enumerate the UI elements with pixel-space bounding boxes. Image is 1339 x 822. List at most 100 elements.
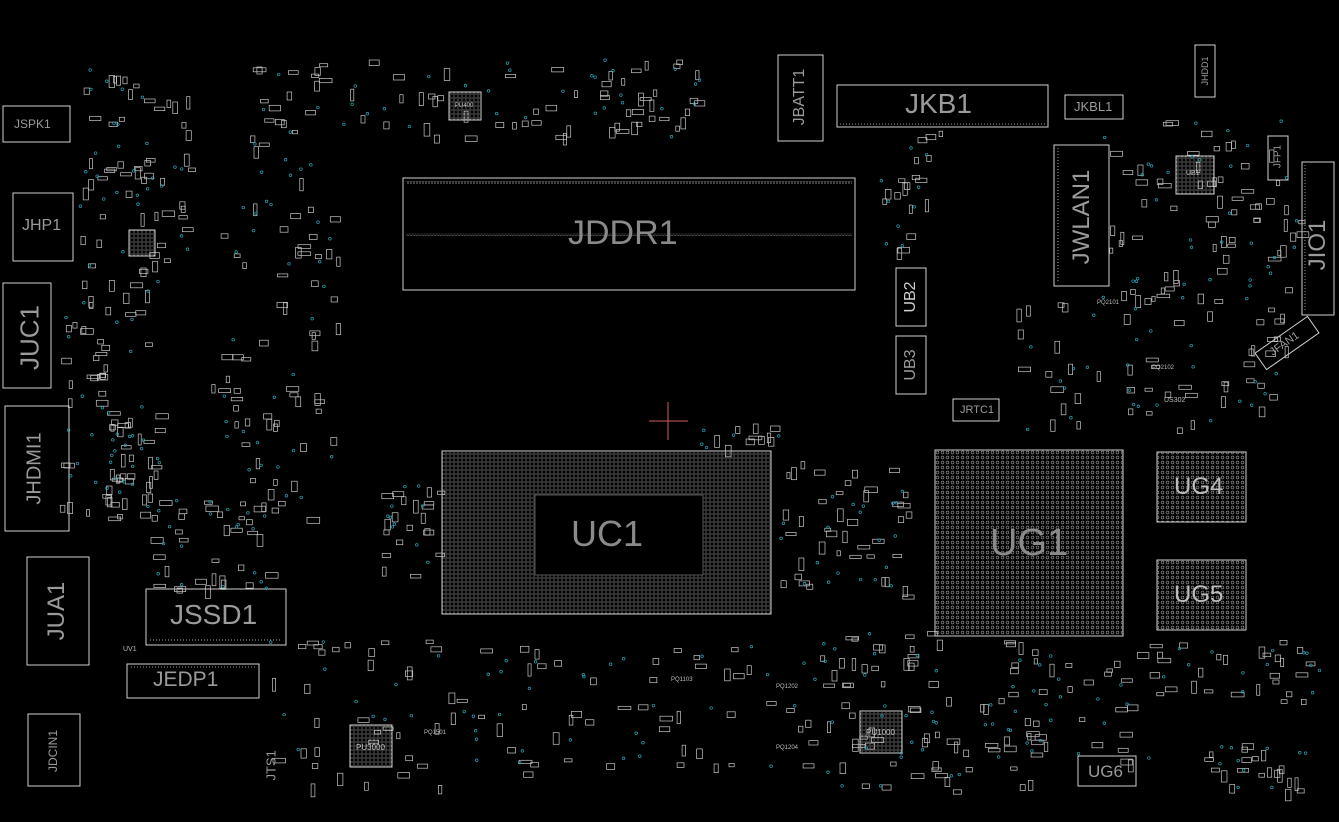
passive-part (344, 642, 351, 649)
passive-part (291, 129, 298, 135)
via (1229, 746, 1234, 750)
pu400-chip[interactable] (448, 91, 482, 121)
jssd1-connector[interactable] (145, 588, 287, 646)
label-ug4: UG4 (1174, 473, 1224, 500)
pu1000-chip[interactable] (859, 710, 903, 754)
uc1-cpu[interactable] (441, 450, 772, 615)
via (1303, 751, 1308, 755)
jrtc1-connector[interactable] (952, 398, 1000, 422)
passive-part (1151, 365, 1160, 369)
via (1245, 296, 1249, 301)
label-jkb1: JKB1 (905, 88, 972, 119)
jkb1-connector[interactable] (836, 84, 1049, 128)
passive-part (90, 375, 99, 382)
passive-part (406, 524, 413, 531)
ug5-vram[interactable] (1156, 559, 1247, 631)
via (145, 187, 150, 191)
passive-part (289, 392, 299, 398)
passive-part (154, 428, 166, 434)
passive-part (480, 648, 493, 654)
via (851, 502, 855, 507)
via (1305, 651, 1309, 655)
via (90, 433, 94, 437)
passive-part (127, 473, 136, 480)
passive-part (99, 373, 106, 380)
passive-part (1173, 270, 1179, 284)
via (697, 78, 702, 82)
passive-part (183, 153, 190, 167)
passive-part (590, 677, 597, 686)
via (900, 489, 905, 494)
audio-codec-chip[interactable] (128, 229, 156, 257)
label-jssd1: JSSD1 (170, 599, 258, 630)
passive-part (1222, 254, 1230, 264)
jedp1-connector[interactable] (126, 663, 260, 699)
passive-part (137, 433, 142, 446)
passive-part (905, 511, 913, 519)
passive-part (865, 742, 876, 750)
passive-part (102, 494, 113, 499)
passive-part (638, 92, 644, 107)
ug4-vram[interactable] (1156, 451, 1247, 523)
passive-part (368, 59, 380, 66)
jwlan1-connector[interactable] (1053, 144, 1110, 287)
via (394, 682, 398, 687)
jdcin1-connector[interactable] (27, 713, 81, 787)
passive-part (179, 537, 189, 543)
jhp1-connector[interactable] (12, 192, 74, 262)
juc1-connector[interactable] (2, 282, 52, 389)
passive-part (568, 714, 574, 726)
jkbl1-connector[interactable] (1064, 94, 1124, 120)
via (872, 652, 877, 656)
jua1-connector[interactable] (26, 556, 90, 666)
passive-part (329, 216, 341, 223)
passive-part (145, 158, 156, 163)
jspk1-connector[interactable] (2, 105, 71, 143)
passive-part (944, 776, 951, 787)
passive-part (450, 712, 456, 725)
passive-part (1251, 756, 1259, 762)
jhdd1-connector[interactable] (1194, 44, 1216, 98)
gpu-side-qfn[interactable] (1175, 155, 1215, 195)
jddr1-connector[interactable] (402, 177, 856, 291)
passive-part (140, 213, 145, 227)
passive-part (311, 280, 319, 287)
via (1292, 245, 1296, 249)
via (1044, 702, 1048, 707)
ub2-chip[interactable] (895, 267, 927, 327)
passive-part (714, 435, 720, 448)
jfan1-connector[interactable] (1254, 315, 1320, 371)
via (156, 279, 160, 284)
passive-part (938, 130, 943, 137)
passive-part (310, 783, 316, 798)
via (253, 142, 257, 146)
jhdmi1-connector[interactable] (4, 405, 70, 532)
passive-part (83, 87, 90, 95)
passive-part (125, 190, 133, 198)
passive-part (80, 328, 94, 335)
ub3-chip[interactable] (895, 335, 927, 395)
via (157, 460, 161, 465)
pu3000-chip[interactable] (349, 724, 393, 768)
via (826, 580, 831, 584)
passive-part (161, 210, 175, 217)
ug6-chip[interactable] (1077, 755, 1137, 787)
jfp1-connector[interactable] (1267, 135, 1289, 181)
passive-part (230, 397, 244, 402)
passive-part (798, 516, 804, 527)
via (915, 653, 919, 658)
jio1-connector[interactable] (1301, 161, 1335, 316)
passive-part (337, 772, 344, 787)
jbatt1-connector[interactable] (777, 54, 824, 142)
passive-part (1144, 387, 1153, 392)
passive-part (898, 178, 906, 183)
via (924, 152, 929, 157)
label-jts1: JTS1 (263, 750, 279, 781)
via (403, 484, 407, 489)
passive-part (735, 426, 741, 434)
via (621, 756, 626, 761)
ug1-gpu[interactable] (934, 449, 1124, 637)
label-ub3: UB3 (902, 349, 919, 381)
passive-part (1185, 392, 1198, 399)
via (1069, 416, 1073, 420)
